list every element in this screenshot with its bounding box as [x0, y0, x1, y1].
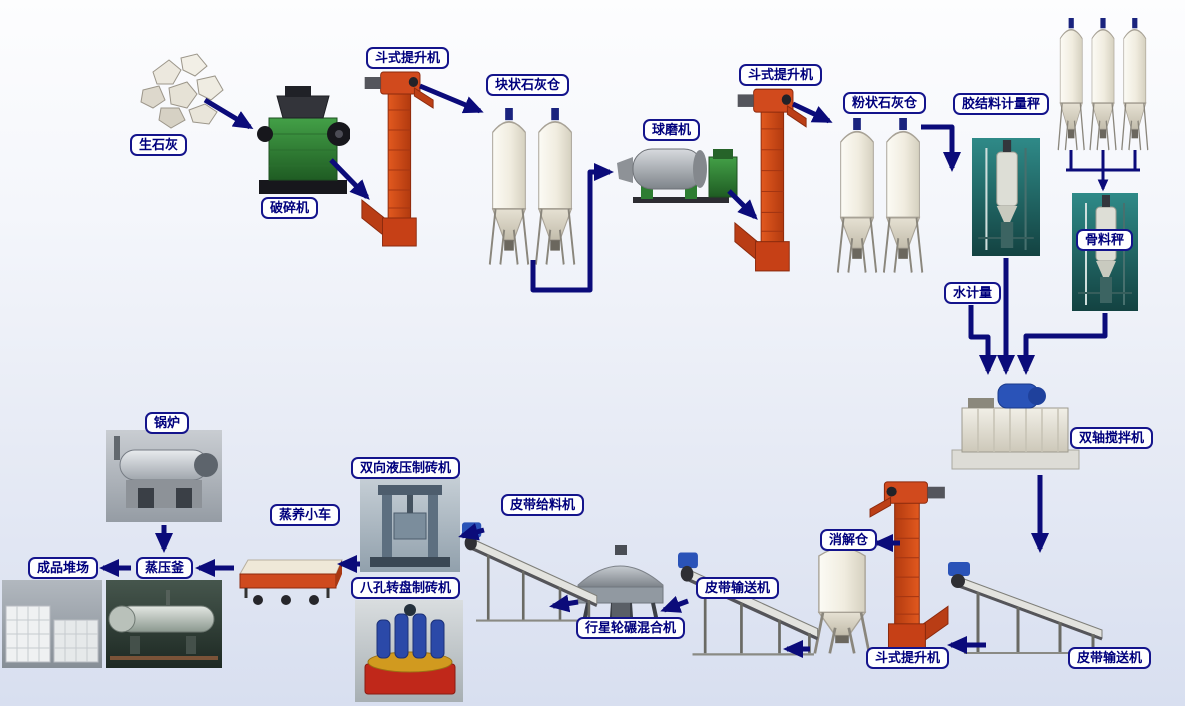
autoclave-image [106, 580, 222, 668]
powder-lime-silo-image [836, 118, 924, 275]
lump-lime-silo-image [488, 108, 577, 267]
ball-mill-image [616, 148, 738, 204]
bucket-elevator-1-image [361, 71, 434, 247]
belt-conveyor-mid-image [678, 550, 820, 657]
flow-arrow [968, 305, 997, 375]
label-ball-mill: 球磨机 [643, 119, 701, 141]
quicklime-image [140, 53, 224, 129]
hydraulic-brick-machine-image [360, 477, 460, 572]
label-autoclave: 蒸压釜 [136, 557, 194, 579]
belt-feeder-image [462, 520, 599, 623]
product-yard-image [2, 580, 102, 668]
label-lump-lime-silo: 块状石灰仓 [486, 74, 570, 96]
label-product-yard: 成品堆场 [28, 557, 99, 579]
rotary-brick-machine-image [355, 600, 463, 702]
label-binder-weighing-scale: 胶结料计量秤 [953, 93, 1050, 115]
belt-conveyor-right-image [948, 560, 1104, 655]
twin-shaft-mixer-image [951, 383, 1080, 470]
steam-curing-trolley-image [238, 558, 344, 607]
label-aggregate-scale: 骨料秤 [1076, 229, 1134, 251]
label-planetary-wheel-mixer: 行星轮碾混合机 [576, 617, 686, 639]
label-bucket-elevator-2: 斗式提升机 [739, 64, 823, 86]
silo-manifold [1066, 150, 1140, 192]
label-quicklime: 生石灰 [130, 134, 188, 156]
label-twin-shaft-mixer: 双轴搅拌机 [1070, 427, 1154, 449]
label-hydraulic-brick-machine: 双向液压制砖机 [351, 457, 461, 479]
bucket-elevator-2-image [734, 88, 807, 272]
label-digestion-silo: 消解仓 [820, 529, 878, 551]
flow-arrow [1016, 313, 1108, 375]
binder-weighing-scale-image [972, 138, 1040, 256]
label-bucket-elevator-1: 斗式提升机 [366, 47, 450, 69]
label-belt-conveyor-mid: 皮带输送机 [696, 577, 780, 599]
label-rotary-brick-machine: 八孔转盘制砖机 [351, 577, 461, 599]
aggregate-scale-image [1072, 193, 1138, 311]
crusher-image [256, 85, 350, 195]
bucket-elevator-3-image [869, 481, 949, 652]
label-powder-lime-silo: 粉状石灰仓 [843, 92, 927, 114]
label-belt-conveyor-right: 皮带输送机 [1068, 647, 1152, 669]
label-belt-feeder: 皮带给料机 [501, 494, 585, 516]
label-water-metering: 水计量 [944, 282, 1002, 304]
label-boiler: 锅炉 [145, 412, 190, 434]
label-steam-curing-trolley: 蒸养小车 [270, 504, 341, 526]
aggregate-silos-image [1056, 18, 1150, 152]
label-bucket-elevator-3: 斗式提升机 [866, 647, 950, 669]
label-crusher: 破碎机 [261, 197, 319, 219]
boiler-image [106, 430, 222, 522]
